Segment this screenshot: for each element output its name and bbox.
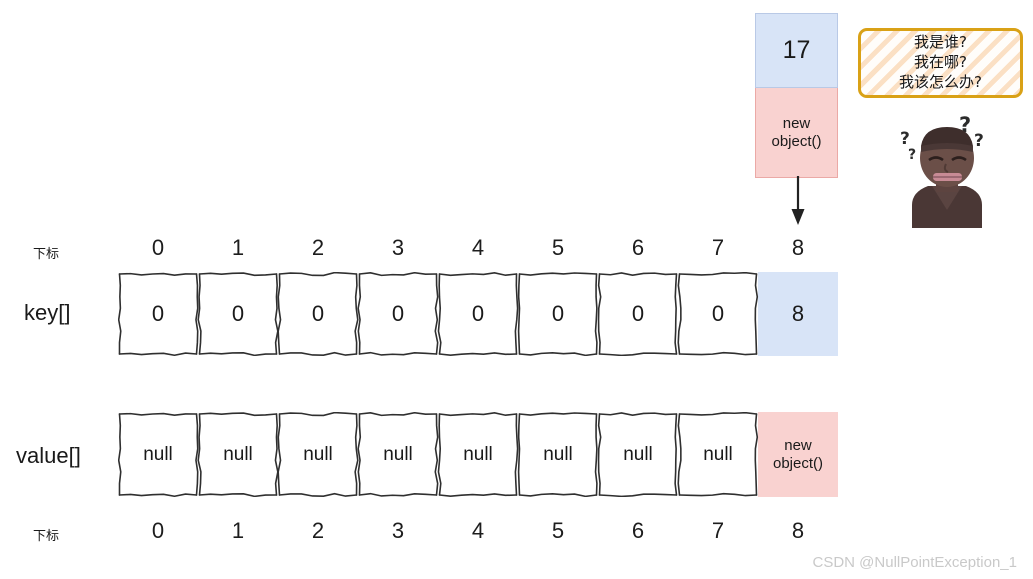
value-cell-value: null — [303, 443, 333, 465]
key-cell-0: 0 — [118, 272, 198, 356]
key-array: 0 0 0 0 0 0 0 0 8 — [118, 272, 838, 356]
index-label-top: 下标 — [33, 247, 60, 262]
key-cell-value: 0 — [631, 301, 645, 326]
index-number: 5 — [551, 235, 565, 260]
new-object-box: 17 new object() — [755, 13, 838, 178]
new-object-cell: new object() — [755, 88, 838, 178]
value-cell-6: null — [598, 412, 678, 497]
hash-value-text: 17 — [782, 36, 811, 65]
key-array-label: key[] — [24, 300, 71, 325]
value-cell-1: null — [198, 412, 278, 497]
new-object-line2: object() — [771, 132, 822, 150]
index-number: 0 — [151, 235, 165, 260]
key-cell-3: 0 — [358, 272, 438, 356]
key-cell-value: 0 — [711, 301, 725, 326]
value-array: null null null null null null null null … — [118, 412, 838, 497]
value-cell-3: null — [358, 412, 438, 497]
key-cell-2: 0 — [278, 272, 358, 356]
key-cell-1: 0 — [198, 272, 278, 356]
value-cell-line2: object() — [772, 454, 824, 472]
key-cell-value: 0 — [231, 301, 245, 326]
value-index-row: 0 1 2 3 4 5 6 7 8 — [118, 518, 838, 544]
index-number: 0 — [151, 518, 165, 543]
speech-line-2: 我在哪? — [914, 53, 967, 72]
value-cell-8: new object() — [758, 412, 838, 497]
svg-text:?: ? — [900, 129, 910, 149]
speech-bubble: 我是谁? 我在哪? 我该怎么办? — [858, 28, 1023, 98]
value-cell-5: null — [518, 412, 598, 497]
svg-text:?: ? — [908, 147, 916, 163]
index-number: 3 — [391, 518, 405, 543]
new-object-line1: new — [782, 115, 811, 133]
index-number: 7 — [711, 518, 725, 543]
value-cell-value: null — [223, 443, 253, 465]
key-array-cells: 0 0 0 0 0 0 0 0 8 — [118, 272, 838, 356]
value-cell-value: null — [463, 443, 493, 465]
svg-text:?: ? — [974, 131, 984, 151]
confused-person-icon: ? ? ? ? — [900, 113, 984, 228]
value-cell-value: null — [383, 443, 413, 465]
key-index-row: 0 1 2 3 4 5 6 7 8 — [118, 235, 838, 261]
speech-line-3: 我该怎么办? — [899, 72, 982, 91]
key-cell-value: 0 — [391, 301, 405, 326]
speech-line-1: 我是谁? — [914, 33, 967, 52]
index-number: 4 — [471, 518, 485, 543]
key-cell-4: 0 — [438, 272, 518, 356]
key-cell-8: 8 — [758, 272, 838, 356]
index-number: 1 — [231, 235, 245, 260]
value-cell-value: null — [703, 443, 733, 465]
index-number: 2 — [311, 518, 325, 543]
value-cell-0: null — [118, 412, 198, 497]
csdn-watermark: CSDN @NullPointException_1 — [812, 554, 1018, 571]
key-cell-value: 0 — [311, 301, 325, 326]
hash-value-cell: 17 — [755, 13, 838, 88]
value-cell-value: null — [623, 443, 653, 465]
index-number: 6 — [631, 235, 645, 260]
key-cell-value: 0 — [471, 301, 485, 326]
insert-arrow-icon — [791, 176, 805, 225]
value-cell-2: null — [278, 412, 358, 497]
key-cell-value: 0 — [151, 301, 165, 326]
index-number: 5 — [551, 518, 565, 543]
index-number: 7 — [711, 235, 725, 260]
value-cell-line1: new — [784, 436, 812, 454]
value-cell-value: null — [143, 443, 173, 465]
index-label-bottom: 下标 — [33, 529, 60, 544]
key-cell-6: 0 — [598, 272, 678, 356]
index-number: 3 — [391, 235, 405, 260]
value-array-cells: null null null null null null null null … — [118, 412, 838, 497]
key-cell-7: 0 — [678, 272, 758, 356]
value-cell-value: null — [543, 443, 573, 465]
index-number: 4 — [471, 235, 485, 260]
index-number: 8 — [791, 235, 805, 260]
key-cell-value: 8 — [791, 301, 805, 326]
value-cell-4: null — [438, 412, 518, 497]
index-number: 2 — [311, 235, 325, 260]
index-number: 1 — [231, 518, 245, 543]
key-cell-5: 0 — [518, 272, 598, 356]
index-number: 8 — [791, 518, 805, 543]
value-array-label: value[] — [16, 443, 81, 468]
value-cell-7: null — [678, 412, 758, 497]
index-number: 6 — [631, 518, 645, 543]
key-cell-value: 0 — [551, 301, 565, 326]
